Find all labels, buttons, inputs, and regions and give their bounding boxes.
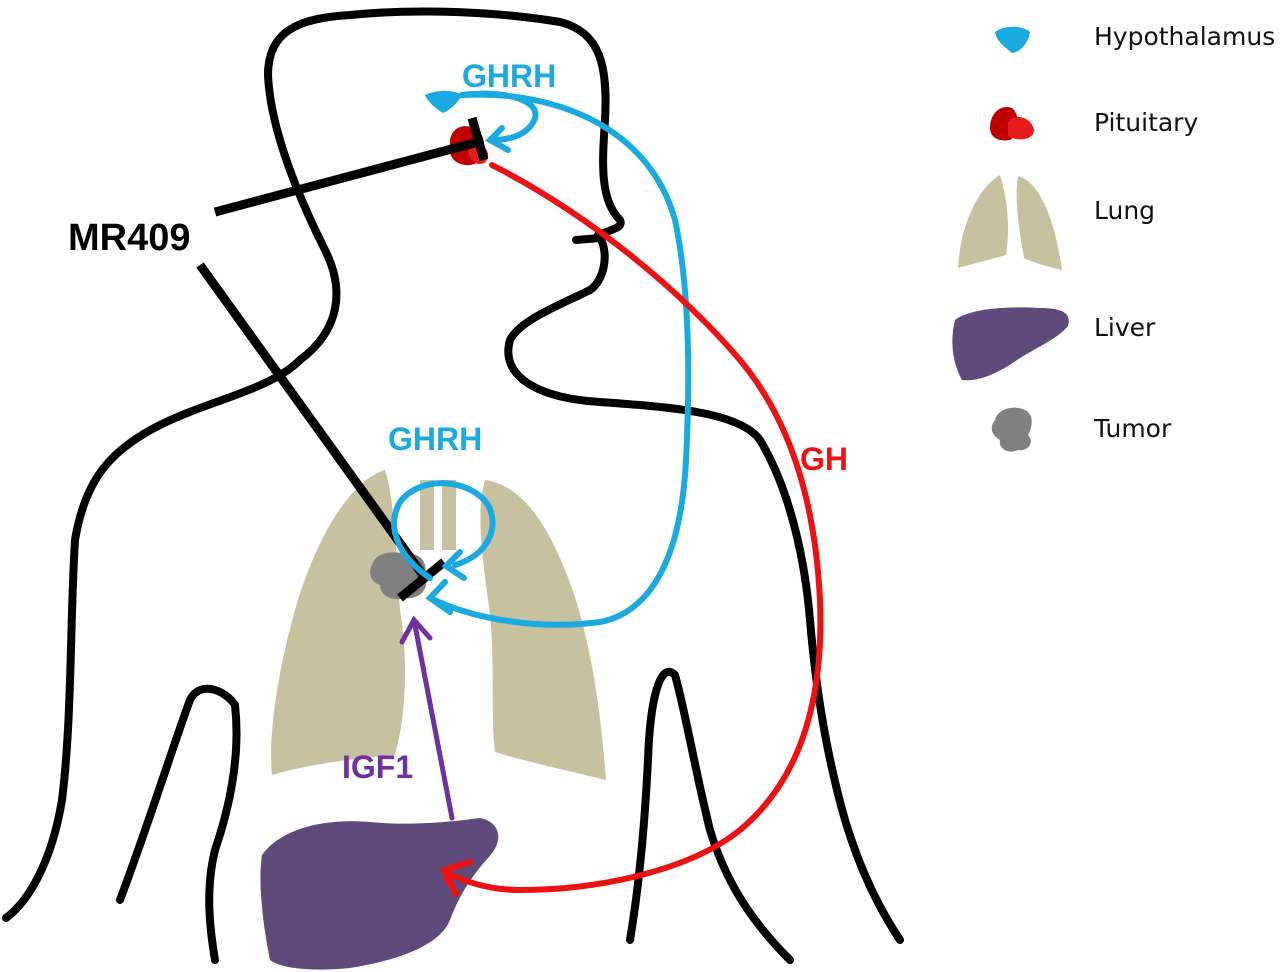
lung-icon [958, 175, 1062, 270]
legend-label-tumor: Tumor [1093, 414, 1172, 443]
ghrh-arrowhead-tumor-autocrine [441, 549, 467, 581]
liver-organ [260, 818, 499, 970]
gh-label: GH [800, 441, 848, 477]
legend-label-lung: Lung [1094, 196, 1155, 225]
mr409-line-to-tumor [196, 262, 429, 581]
left-shoulder-and-side [2, 356, 304, 922]
left-arm-inner [116, 684, 241, 964]
trachea-right [442, 480, 456, 550]
mr409-tbar-tumor [397, 558, 447, 602]
ghrh-pathway [391, 90, 692, 628]
igf1-pathway [399, 615, 455, 821]
mr409-inhibition [196, 116, 489, 602]
mr409-tbar-pituitary [467, 116, 489, 162]
left-lung [271, 470, 405, 775]
drug-label: MR409 [68, 217, 191, 259]
igf1-label: IGF1 [342, 749, 413, 785]
legend-label-hypothalamus: Hypothalamus [1094, 22, 1275, 51]
ghrh-label-lung: GHRH [388, 421, 482, 457]
gh-arrowhead-liver [440, 859, 473, 897]
legend-label-pituitary: Pituitary [1094, 108, 1198, 137]
body-outline [2, 7, 904, 964]
igf1-liver-to-tumor [411, 617, 455, 821]
head-back-and-left-shoulder [264, 7, 814, 624]
right-arm-inner [626, 667, 794, 964]
igf1-arrowhead-tumor [399, 615, 433, 645]
liver-icon [952, 307, 1069, 381]
mouth [572, 234, 604, 244]
gh-pituitary-to-liver [442, 162, 824, 894]
ghrh-systemic-to-lung [427, 91, 692, 628]
legend-label-liver: Liver [1094, 313, 1156, 342]
legend: Hypothalamus Pituitary Lung Liver Tumor [952, 22, 1275, 452]
pituitary-icon [990, 106, 1034, 141]
hypothalamus-organ [425, 90, 462, 113]
ghrh-arrowhead-pituitary [485, 125, 511, 153]
lung-organ [271, 470, 606, 780]
right-side [806, 616, 904, 944]
ghrh-arrowhead-tumor-systemic [425, 579, 453, 615]
gh-pathway [440, 162, 824, 897]
right-lung [480, 480, 606, 780]
mr409-line-to-pituitary [213, 137, 480, 217]
hypothalamus-icon [995, 26, 1030, 53]
tumor-icon [991, 407, 1032, 452]
trachea [420, 480, 434, 550]
ghrh-autocrine-loop [391, 480, 496, 581]
ghrh-label-top: GHRH [462, 58, 556, 94]
